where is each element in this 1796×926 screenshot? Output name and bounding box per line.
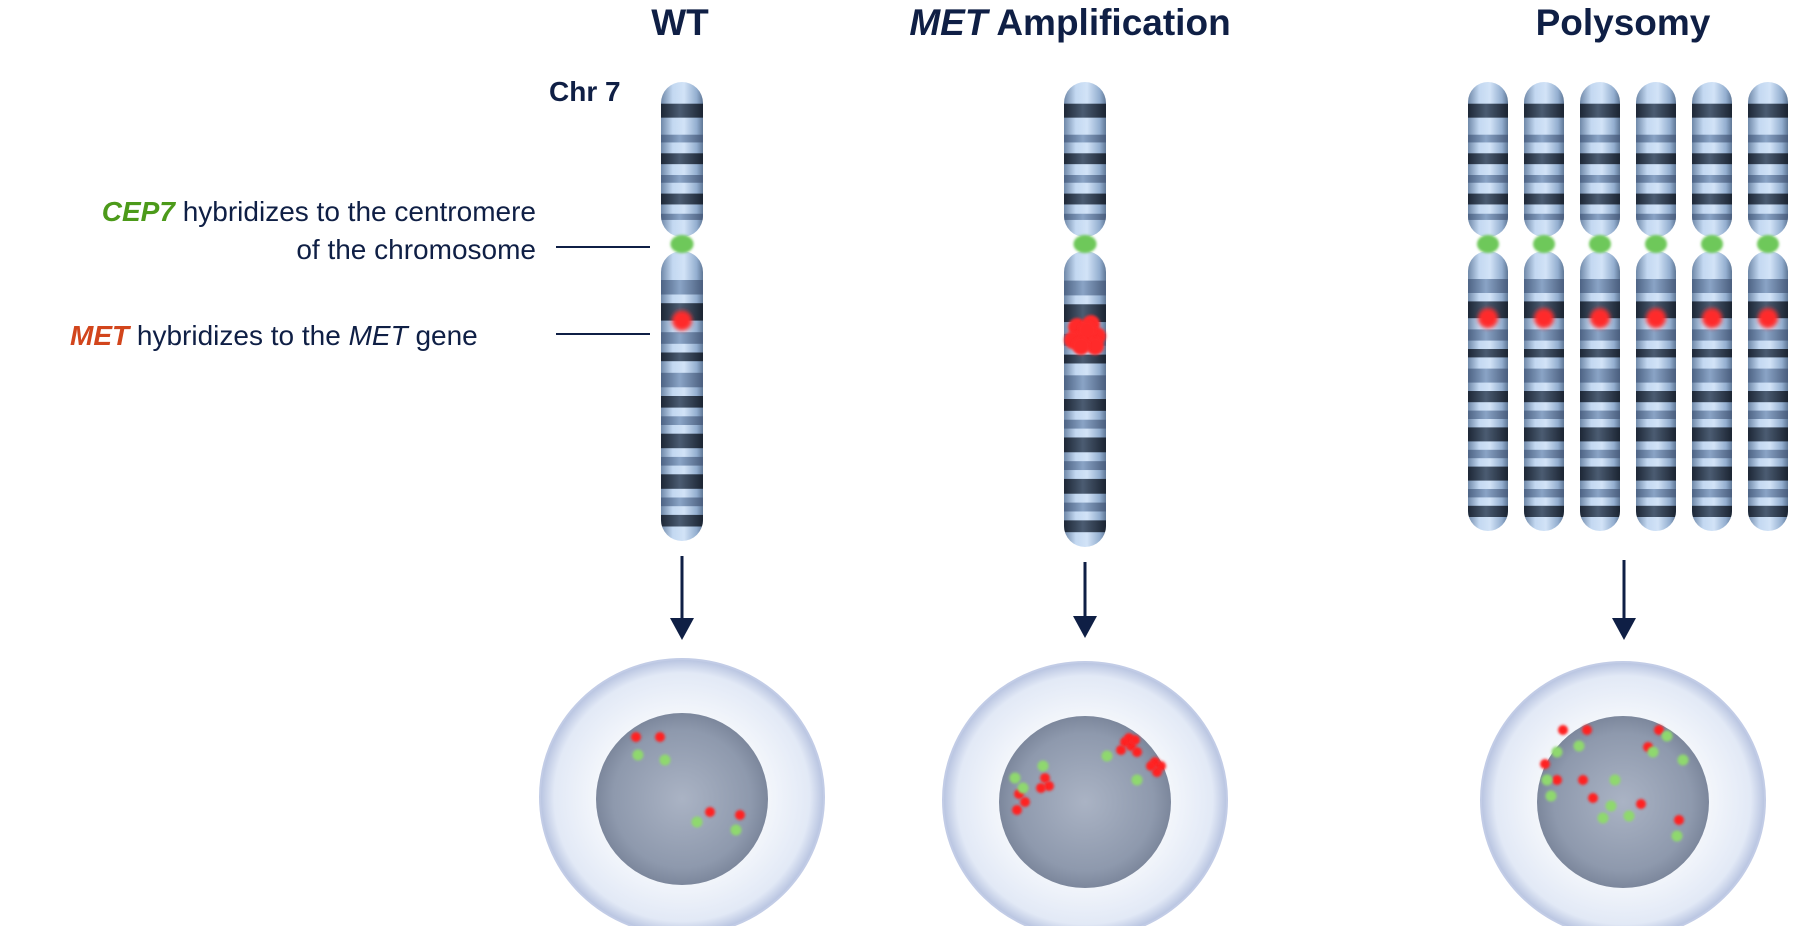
met-probe-signal [1590,308,1610,329]
met-legend-line: MET hybridizes to the MET gene [70,320,478,351]
cep7-legend-line2: of the chromosome [296,234,536,265]
down-arrow-icon [670,556,694,640]
met-probe-signal [1078,321,1096,340]
met-probe-signal [1036,783,1046,793]
cep7-probe-signal [1551,746,1563,758]
met-probe-signal [1558,725,1568,735]
met-probe-signal [655,732,665,742]
met-probe-signal [705,807,715,817]
chromosome-icon [1064,82,1106,547]
cep7-probe-name: CEP7 [102,196,177,227]
cell-nucleus-icon [942,661,1228,926]
cep7-probe-signal [691,816,703,828]
cep7-probe-signal [1757,235,1779,253]
met-probe-signal [1044,781,1054,791]
met-probe-signal [1020,797,1030,807]
chromosome-group [661,82,1788,547]
cep7-probe-signal [670,235,694,253]
chromosome-icon [1524,82,1564,531]
cep7-probe-signal [1017,782,1029,794]
cep7-probe-signal [1131,774,1143,786]
cell-nucleus-icon [539,658,825,926]
met-probe-signal [1478,308,1498,329]
met-probe-signal [1552,775,1562,785]
cep7-probe-signal [1609,774,1621,786]
met-probe-signal [1758,308,1778,329]
cep7-probe-signal [1533,235,1555,253]
cep7-probe-signal [1009,772,1021,784]
cep7-probe-signal [1573,740,1585,752]
met-probe-signal [1146,761,1156,771]
met-probe-signal [1540,759,1550,769]
chromosome-icon [661,82,703,541]
cell-group [539,658,1766,926]
chromosome-icon [1748,82,1788,531]
met-probe-name: MET [70,320,132,351]
met-probe-signal [735,810,745,820]
cep7-probe-signal [1541,774,1553,786]
cep7-probe-signal [1073,235,1097,253]
met-probe-signal [1578,775,1588,785]
cep7-probe-signal [1677,754,1689,766]
met-probe-signal [631,732,641,742]
cep7-probe-signal [632,749,644,761]
met-probe-signal [1588,793,1598,803]
chromosome-icon [1692,82,1732,531]
met-probe-signal [1040,773,1050,783]
met-probe-signal [672,310,692,331]
chromosome-icon [1580,82,1620,531]
met-probe-signal [1654,725,1664,735]
cep7-probe-signal [1645,235,1667,253]
met-probe-signal [1086,337,1104,356]
met-probe-signal [1130,735,1140,745]
cep7-legend-line1: CEP7 hybridizes to the centromere [102,196,536,227]
cep7-probe-signal [1671,830,1683,842]
cep7-probe-signal [1647,746,1659,758]
met-probe-signal [1534,308,1554,329]
met-probe-signal [1702,308,1722,329]
met-probe-signal [1072,337,1090,356]
cep7-probe-signal [1623,810,1635,822]
cep7-probe-signal [1597,812,1609,824]
title-met-amplification: MET Amplification [909,2,1230,43]
down-arrow-icon [1073,562,1097,638]
met-legend-text1: hybridizes to the [129,320,348,351]
met-probe-signal [1116,745,1126,755]
cep7-probe-signal [730,824,742,836]
title-met-italic: MET [909,2,991,43]
cep7-probe-signal [1589,235,1611,253]
title-polysomy: Polysomy [1536,2,1711,43]
cep7-probe-signal [1701,235,1723,253]
cep7-probe-signal [1605,800,1617,812]
cep7-probe-signal [1661,730,1673,742]
title-amplification: Amplification [987,2,1230,43]
cep7-probe-signal [659,754,671,766]
cep7-legend-text1: hybridizes to the centromere [175,196,536,227]
down-arrow-icon [1612,560,1636,640]
met-probe-signal [1674,815,1684,825]
met-probe-signal [1636,799,1646,809]
chromosome-icon [1636,82,1676,531]
met-probe-signal [1132,747,1142,757]
met-legend-gene-italic: MET [349,320,410,351]
met-probe-signal [1646,308,1666,329]
cep7-probe-signal [1477,235,1499,253]
chromosome-label: Chr 7 [549,76,621,107]
met-probe-signal [1012,805,1022,815]
chromosome-icon [1468,82,1508,531]
cep7-probe-signal [1545,790,1557,802]
met-probe-signal [1582,725,1592,735]
title-wt: WT [651,2,709,43]
cell-nucleus-icon [1480,661,1766,926]
cep7-probe-signal [1101,750,1113,762]
met-legend-text2: gene [408,320,478,351]
cep7-probe-signal [1037,760,1049,772]
